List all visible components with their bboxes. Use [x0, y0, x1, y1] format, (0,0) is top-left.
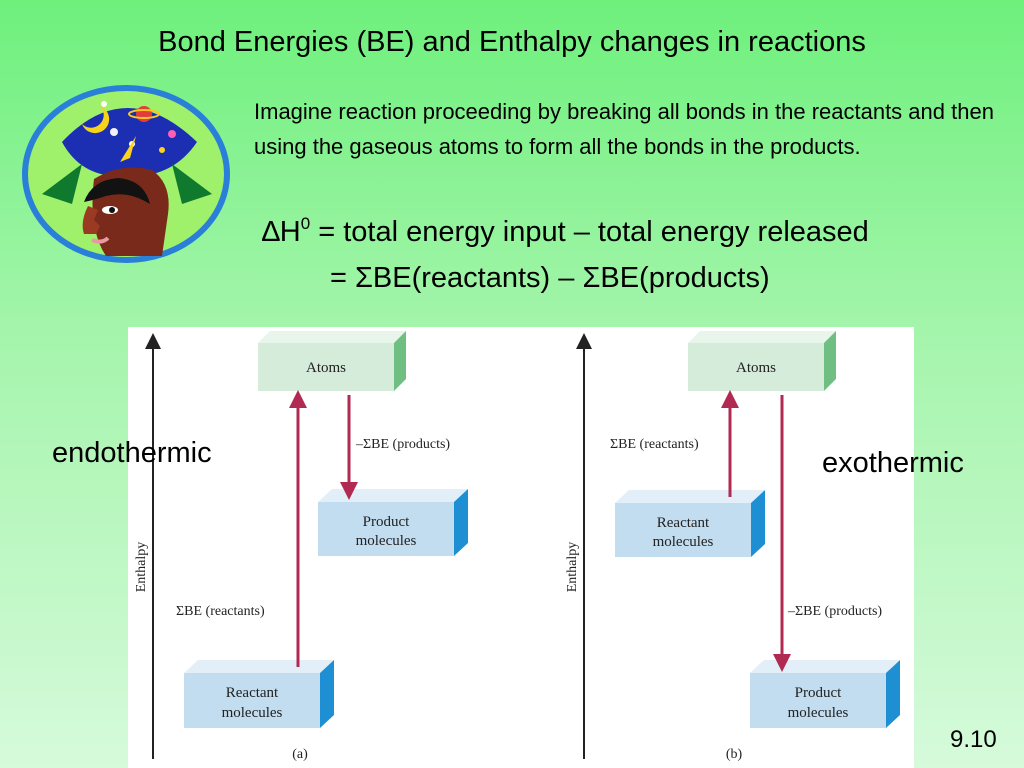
enthalpy-axis-label-b: Enthalpy	[565, 542, 580, 593]
equation-line-1-rest: = total energy input – total energy rele…	[310, 216, 869, 248]
atoms-box-a: Atoms	[258, 331, 406, 391]
panel-caption-a: (a)	[292, 747, 308, 762]
atoms-box-b-label: Atoms	[736, 360, 776, 376]
reactant-molecules-box-a-line2: molecules	[222, 705, 283, 721]
product-molecules-box-a-line1: Product	[363, 514, 410, 530]
reactant-molecules-box-a-line1: Reactant	[226, 685, 279, 701]
product-molecules-box-b-line1: Product	[795, 685, 842, 701]
reactant-molecules-box-b-line2: molecules	[653, 534, 714, 550]
product-molecules-box-b: Product molecules	[750, 660, 900, 728]
product-molecules-box-b-line2: molecules	[788, 705, 849, 721]
enthalpy-diagram-svg: Enthalpy Atoms Product molecules Reactan…	[134, 331, 900, 762]
reactant-molecules-box-b-line1: Reactant	[657, 515, 710, 531]
enthalpy-equation-line-1: ∆H0 = total energy input – total energy …	[262, 214, 869, 249]
panel-caption-b: (b)	[726, 747, 743, 762]
endothermic-label: endothermic	[52, 437, 212, 469]
bond-energy-enthalpy-diagram: Enthalpy Atoms Product molecules Reactan…	[128, 327, 914, 768]
slide-title: Bond Energies (BE) and Enthalpy changes …	[158, 26, 866, 58]
sum-be-reactants-label-a: ΣBE (reactants)	[176, 604, 265, 619]
sum-be-products-label-a: –ΣBE (products)	[355, 437, 450, 452]
atoms-box-b: Atoms	[688, 331, 836, 391]
exothermic-label: exothermic	[822, 447, 964, 479]
slide-number: 9.10	[950, 726, 997, 753]
intro-paragraph: Imagine reaction proceeding by breaking …	[254, 99, 994, 159]
standard-state-superscript: 0	[300, 214, 311, 233]
thinking-head-clipart-icon	[22, 85, 230, 263]
delta-h-symbol: ∆H	[262, 216, 301, 248]
sum-be-reactants-label-b: ΣBE (reactants)	[610, 437, 699, 452]
atoms-box-a-label: Atoms	[306, 360, 346, 376]
product-molecules-box-a-line2: molecules	[356, 533, 417, 549]
reactant-molecules-box-a: Reactant molecules	[184, 660, 334, 728]
reactant-molecules-box-b: Reactant molecules	[615, 490, 765, 557]
enthalpy-axis-label-a: Enthalpy	[134, 542, 149, 593]
product-molecules-box-a: Product molecules	[318, 489, 468, 556]
sum-be-products-label-b: –ΣBE (products)	[787, 604, 882, 619]
enthalpy-equation-line-2: = ΣBE(reactants) – ΣBE(products)	[330, 262, 770, 294]
